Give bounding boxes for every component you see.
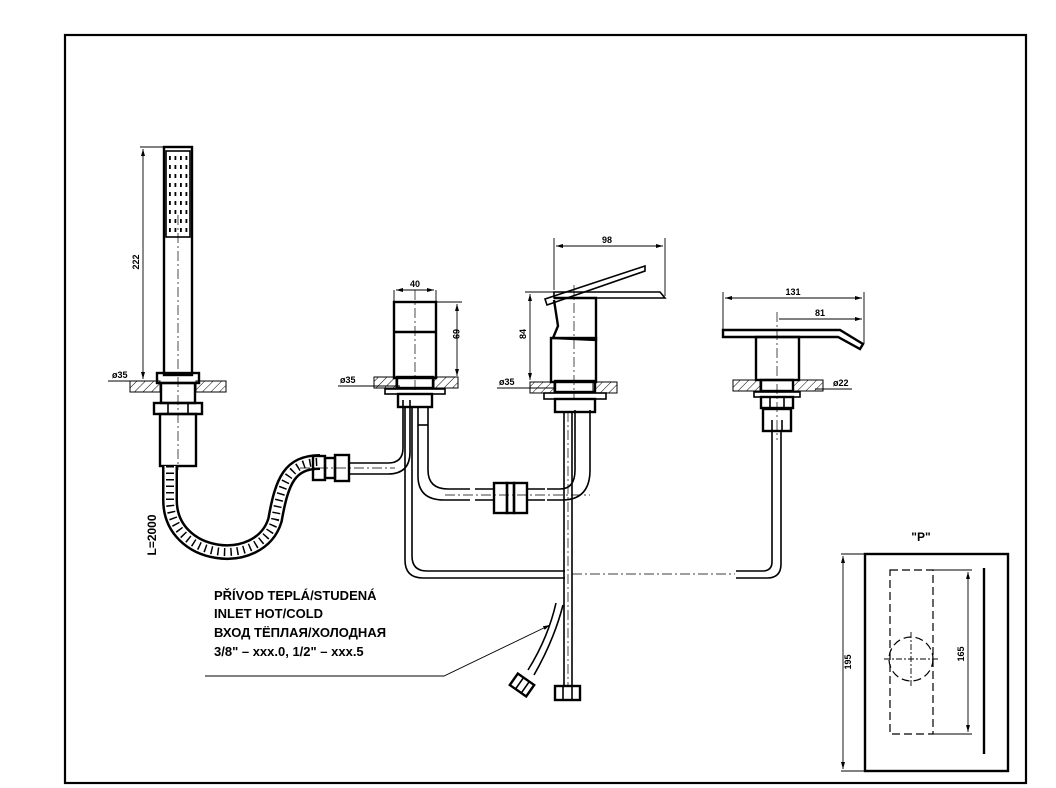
- note-line-1: PŘÍVOD TEPLÁ/STUDENÁ: [214, 588, 377, 603]
- nozzle-dot: [169, 228, 171, 232]
- dim-mixer-reach: 98: [602, 235, 612, 245]
- view-title: "P": [911, 530, 930, 544]
- nozzle-dot: [180, 183, 182, 187]
- diverter: 40 69 ø35: [338, 279, 565, 579]
- dim-spout-length: 131: [785, 287, 800, 297]
- nozzle-dot: [180, 156, 182, 160]
- nozzle-dot: [180, 228, 182, 232]
- dim-spout-projection: 81: [815, 308, 825, 318]
- dim-diverter-height: 69: [451, 329, 461, 339]
- nozzle-dot: [180, 192, 182, 196]
- dim-diverter-hole: ø35: [340, 375, 356, 385]
- nozzle-dot: [174, 192, 177, 196]
- dim-mixer-hole: ø35: [499, 377, 515, 387]
- dim-mixer-height: 84: [518, 329, 528, 339]
- nozzle-dot: [180, 219, 182, 223]
- nozzle-dot: [180, 165, 182, 169]
- dim-hand-shower-hole: ø35: [112, 370, 128, 380]
- nozzle-dot: [169, 165, 171, 169]
- nozzle-dot: [180, 210, 182, 214]
- nozzle-dot: [185, 228, 188, 232]
- plate-view: "P" 195 165: [841, 530, 1010, 773]
- hand-shower: /* placeholder – dots drawn below */ 222…: [108, 145, 227, 470]
- dim-diverter-width: 40: [410, 279, 420, 289]
- nozzle-dot: [169, 156, 171, 160]
- inlet-note: PŘÍVOD TEPLÁ/STUDENÁ INLET HOT/COLD ВХОД…: [205, 588, 551, 677]
- nozzle-dot: [169, 201, 171, 205]
- nozzle-dot: [185, 165, 188, 169]
- dim-plate-inner: 165: [956, 646, 966, 661]
- nozzle-dot: [185, 156, 188, 160]
- nozzle-dot: [174, 165, 177, 169]
- note-line-4: 3/8" – xxx.0, 1/2" – xxx.5: [214, 644, 364, 659]
- flexible-hose: L=2000: [145, 400, 411, 560]
- nozzle-dot: [185, 219, 188, 223]
- nozzle-dot: [174, 219, 177, 223]
- nozzle-dot: [169, 210, 171, 214]
- nozzle-dot: [185, 210, 188, 214]
- nozzle-dot: [180, 174, 182, 178]
- nozzle-dot: [174, 156, 177, 160]
- note-line-2: INLET HOT/COLD: [214, 606, 323, 621]
- nozzle-dot: [169, 192, 171, 196]
- drawing-frame: [63, 33, 1028, 785]
- shower-nozzles: [169, 156, 188, 232]
- nozzle-dot: [169, 219, 171, 223]
- nozzle-dot: [185, 201, 188, 205]
- nozzle-dot: [169, 174, 171, 178]
- dim-spout-hole: ø22: [833, 378, 849, 388]
- nozzle-dot: [174, 228, 177, 232]
- dim-hand-shower-height: 222: [131, 254, 141, 269]
- nozzle-dot: [174, 210, 177, 214]
- spout: 131 81 ø22: [721, 287, 865, 579]
- nozzle-dot: [174, 201, 177, 205]
- mixer: 98 84 ø35: [497, 235, 667, 702]
- nozzle-dot: [180, 201, 182, 205]
- nozzle-dot: [185, 192, 188, 196]
- hose-length-label: L=2000: [145, 514, 159, 555]
- nozzle-dot: [174, 183, 177, 187]
- nozzle-dot: [169, 183, 171, 187]
- nozzle-dot: [185, 174, 188, 178]
- note-line-3: ВХОД ТЁПЛАЯ/ХОЛОДНАЯ: [214, 625, 386, 640]
- dim-plate-outer: 195: [843, 654, 853, 669]
- nozzle-dot: [185, 183, 188, 187]
- nozzle-dot: [174, 174, 177, 178]
